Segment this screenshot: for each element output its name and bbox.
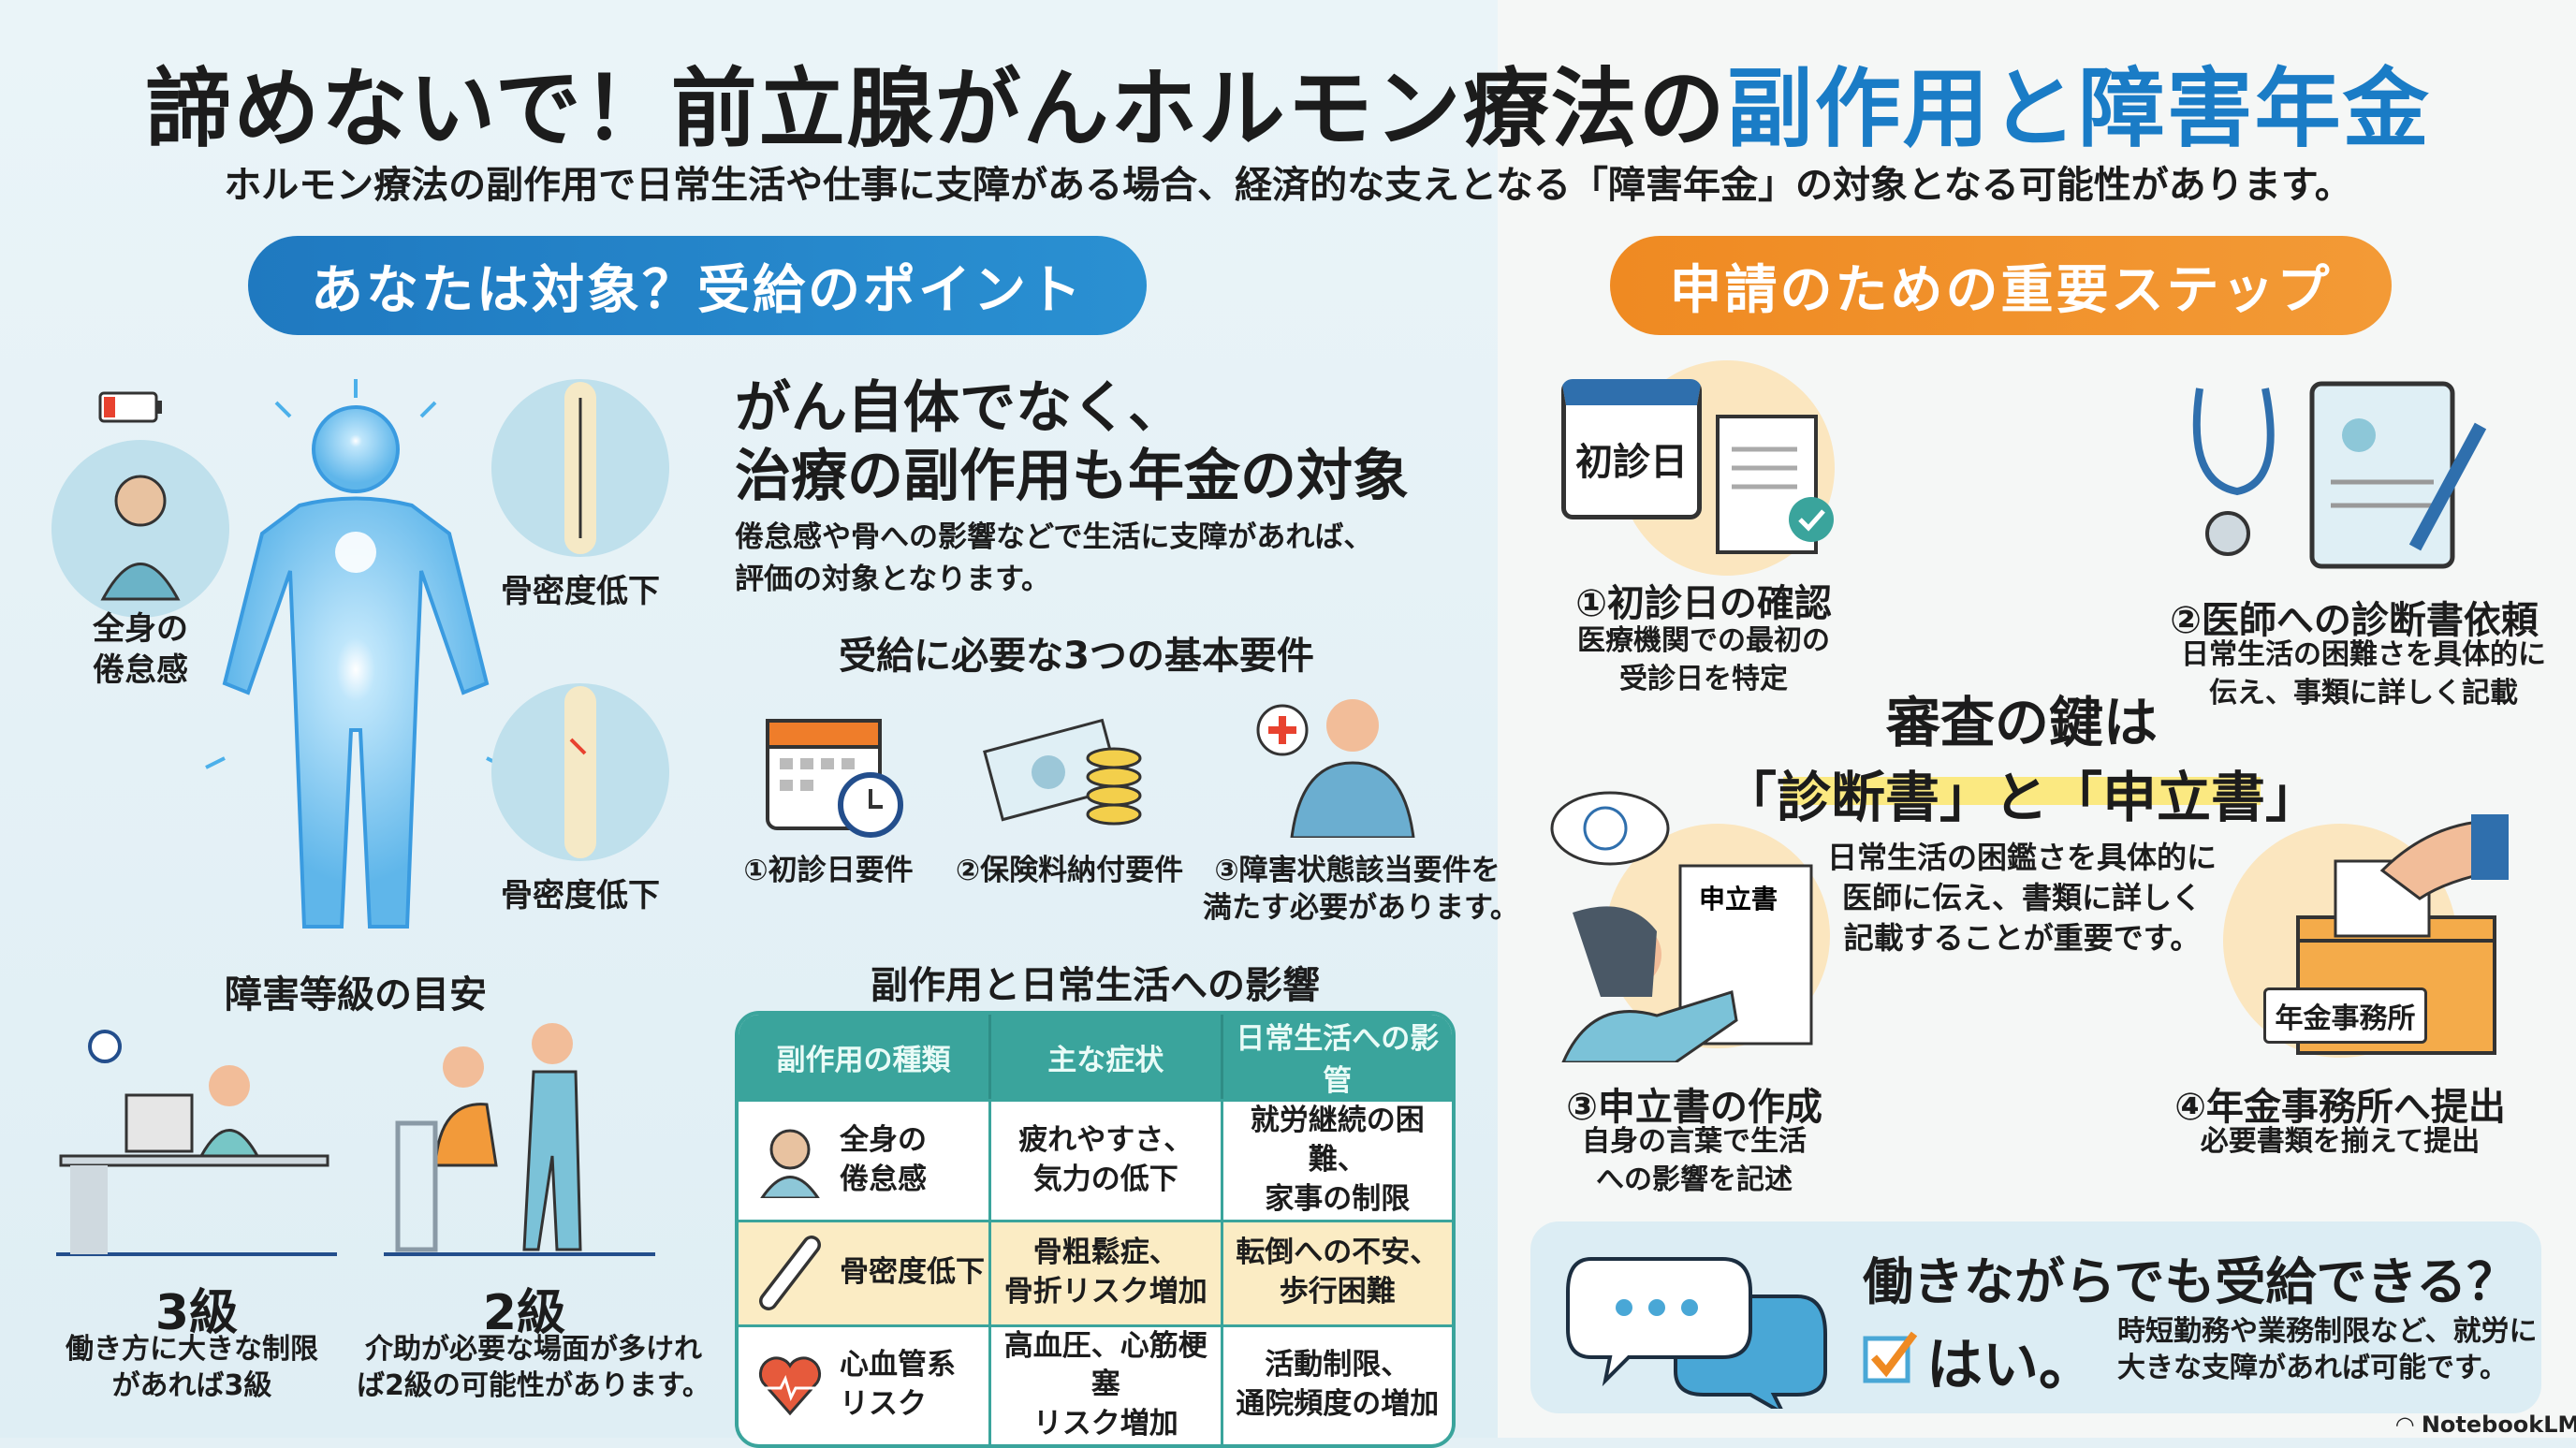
table-title: 副作用と日常生活への影響: [871, 964, 1320, 1007]
grades-title: 障害等級の目安: [225, 973, 487, 1017]
highlight-mark: [1783, 777, 2261, 805]
cell-impact: 転倒への不安、 歩行困難: [1222, 1219, 1452, 1324]
grade-3-label: 3級: [154, 1285, 239, 1341]
cell-impact: 就労継続の困難、 家事の制限: [1222, 1099, 1452, 1220]
step-4-desc: 必要書類を揃えて提出: [2200, 1125, 2481, 1158]
calendar-icon: 初診日: [1561, 379, 1702, 519]
grade-2-desc: 介助が必要な場面が多けれ ば2級の可能性があります。: [357, 1333, 710, 1402]
title-main: 諦めないで！前立腺がんホルモン療法の: [145, 59, 1727, 159]
headline-line-2: 治療の副作用も年金の対象: [735, 444, 1409, 510]
requirement-1: ①初診日要件: [743, 854, 914, 887]
step-1-title: ①初診日の確認: [1575, 582, 1832, 625]
joint-bone-icon: [564, 382, 596, 554]
cell-symptom: 疲れやすさ、 気力の低下: [991, 1099, 1223, 1220]
heart-pulse-icon: [758, 1356, 822, 1416]
joint-bone-icon: [564, 686, 596, 858]
table-row: 骨密度低下 骨粗鬆症、 骨折リスク増加 転倒への不安、 歩行困難: [739, 1219, 1452, 1324]
step-4-title: ④年金事務所へ提出: [2174, 1086, 2506, 1129]
cell-type: 全身の 倦怠感: [840, 1122, 927, 1196]
eligibility-pill: あなたは対象？受給のポイント: [248, 236, 1147, 335]
notebooklm-logo-icon: ◠: [2396, 1411, 2422, 1438]
steps-pill: 申請のための重要ステップ: [1610, 236, 2392, 335]
requirement-3: ③障害状態該当要件を 満たす必要があります。: [1203, 854, 1519, 926]
step-2-title: ②医師への診断書依頼: [2170, 599, 2539, 642]
cell-symptom: 骨粗鬆症、 骨折リスク増加: [991, 1219, 1223, 1324]
table-row: 心血管系 リスク 高血圧、心筋梗塞 リスク増加 活動制限、 通院頻度の増加: [739, 1324, 1452, 1445]
pension-office-label: 年金事務所: [2263, 987, 2427, 1044]
fatigue-bubble: [51, 440, 229, 618]
bone-density-label-1: 骨密度低下: [501, 573, 660, 610]
writing-person-icon: 申立書: [1550, 791, 1813, 1062]
key-line-2: 「診断書」と「申立書」: [1722, 766, 2320, 829]
caregiver-icon: [384, 1023, 655, 1256]
headline: がん自体でなく、治療の副作用も年金の対象: [735, 374, 1409, 511]
cell-type: 心血管系 リスク: [840, 1348, 956, 1422]
cell-type: 骨密度低下: [840, 1255, 985, 1290]
headline-desc: 倦怠感や骨への影響などで生活に支障があれば、評価の対象となります。: [735, 517, 1372, 601]
calendar-text: 初診日: [1575, 441, 1688, 484]
grade-3-desc: 働き方に大きな制限 があれば3級: [66, 1333, 318, 1402]
headline-line-1: がん自体でなく、: [735, 375, 1184, 441]
cell-symptom: 高血圧、心筋梗塞 リスク増加: [991, 1324, 1223, 1445]
calendar-clock-icon: [766, 719, 903, 838]
desc-line-2: 評価の対象となります。: [735, 562, 1050, 596]
desk-worker-icon: [56, 1030, 337, 1256]
key-line-1: 審査の鍵は: [1885, 691, 2158, 754]
side-effects-table: 副作用の種類主な症状日常生活への影管 全身の 倦怠感 疲れやすさ、 気力の低下 …: [735, 1011, 1456, 1448]
table-header: 副作用の種類主な症状日常生活への影管: [739, 1015, 1452, 1099]
faq-answer: はい。: [1926, 1333, 2095, 1398]
step-1-desc: 医療機関での最初の 受診日を特定: [1577, 624, 1830, 695]
cell-impact: 活動制限、 通院頻度の増加: [1222, 1324, 1452, 1445]
glowing-body-icon: [205, 379, 506, 929]
subtitle: ホルモン療法の副作用で日常生活や仕事に支障がある場合、経済的な支えとなる「障害年…: [224, 164, 2352, 207]
bone-density-label-2: 骨密度低下: [501, 877, 660, 914]
watermark-text: NotebookLM: [2421, 1411, 2576, 1438]
step-3-title: ③申立書の作成: [1566, 1086, 1822, 1129]
tired-person-icon: [760, 1129, 820, 1198]
page-title: 諦めないで！前立腺がんホルモン療法の副作用と障害年金: [0, 39, 2576, 164]
key-desc: 日常生活の困鑑さを具体的に 医師に伝え、書類に詳しく 記載することが重要です。: [1826, 840, 2217, 957]
grade-2-label: 2級: [482, 1285, 566, 1341]
requirements-title: 受給に必要な3つの基本要件: [839, 635, 1314, 678]
col-header: 日常生活への影管: [1222, 1015, 1452, 1099]
notebooklm-watermark: ◠ NotebookLM: [2396, 1411, 2576, 1438]
step-2-desc: 日常生活の困難さを具体的に 伝え、事類に詳しく記載: [2181, 638, 2546, 709]
bone-icon: [759, 1236, 821, 1311]
stethoscope-clipboard-icon: [2192, 381, 2487, 569]
document-check-icon: [1716, 415, 1834, 554]
doc-text: 申立書: [1699, 884, 1778, 914]
low-battery-icon: [98, 391, 162, 423]
speech-bubbles-icon: [1566, 1257, 1827, 1409]
bone-bubble-1: [491, 379, 669, 557]
checkbox-checked-icon: [1863, 1331, 1918, 1383]
title-highlight: 副作用と障害年金: [1726, 59, 2431, 159]
col-header: 副作用の種類: [739, 1015, 991, 1099]
step-3-desc: 自身の言葉で生活 への影響を記述: [1582, 1125, 1807, 1196]
faq-question: 働きながらでも受給できる？: [1863, 1252, 2518, 1311]
desc-line-1: 倦怠感や骨への影響などで生活に支障があれば、: [735, 520, 1373, 554]
bone-bubble-2: [491, 683, 669, 861]
faq-detail: 時短勤務や業務制限など、就労に 大きな支障があれば可能です。: [2117, 1315, 2538, 1384]
fatigue-label: 全身の 倦怠感: [93, 610, 188, 690]
money-icon: [983, 718, 1142, 826]
table-row: 全身の 倦怠感 疲れやすさ、 気力の低下 就労継続の困難、 家事の制限: [739, 1099, 1452, 1220]
requirement-2: ②保険料納付要件: [955, 854, 1184, 887]
col-header: 主な症状: [991, 1015, 1223, 1099]
tired-person-icon: [100, 475, 181, 601]
doctor-icon: [1256, 699, 1415, 838]
